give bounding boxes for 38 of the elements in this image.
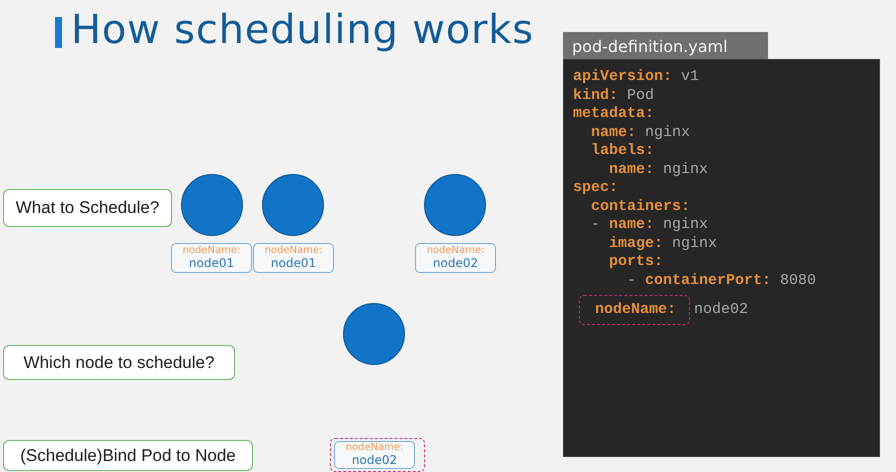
file-name: pod-definition.yaml: [572, 36, 728, 56]
node-name-tag: [253, 243, 334, 273]
code-line: kind: Pod: [573, 86, 654, 105]
tag-key: nodeName:: [264, 245, 322, 257]
tag-key: nodeName:: [346, 442, 404, 454]
code-line: name: nginx: [608, 160, 708, 179]
step-box: [3, 189, 172, 227]
code-line: name: nginx: [590, 124, 690, 142]
tag-value: node01: [188, 256, 234, 271]
tag-key: nodeName:: [182, 245, 240, 257]
tag-value: node02: [432, 256, 478, 271]
node-name-tag: [171, 243, 252, 273]
step-box: [3, 440, 253, 471]
step-box: [3, 345, 235, 380]
tag-value: node01: [270, 256, 316, 271]
file-tab: [563, 32, 768, 60]
code-line: - containerPort: 8080: [626, 272, 816, 290]
code-panel: [563, 59, 880, 457]
code-line: labels:: [590, 142, 654, 160]
code-line: ports:: [608, 253, 664, 272]
code-line: apiVersion: v1: [573, 68, 700, 86]
code-line: metadata:: [573, 105, 654, 124]
title: How scheduling works: [71, 6, 534, 55]
code-line: - name: nginx: [590, 216, 708, 234]
tag-value: node02: [352, 454, 398, 468]
node-name-tag: [334, 441, 415, 469]
step-label: What to Schedule?: [16, 198, 160, 218]
code-line: image: nginx: [608, 234, 718, 253]
tag-key: nodeName:: [426, 245, 484, 257]
code-line: spec:: [573, 179, 618, 198]
node-name-tag: [415, 243, 496, 273]
code-key: nodeName:: [595, 301, 676, 318]
step-label: Which node to schedule?: [24, 352, 214, 372]
step-label: (Schedule)Bind Pod to Node: [20, 446, 236, 466]
highlight-frame: [330, 438, 425, 472]
code-line: containers:: [590, 198, 690, 216]
highlight-frame: [579, 295, 690, 325]
code-value: node02: [694, 300, 748, 320]
